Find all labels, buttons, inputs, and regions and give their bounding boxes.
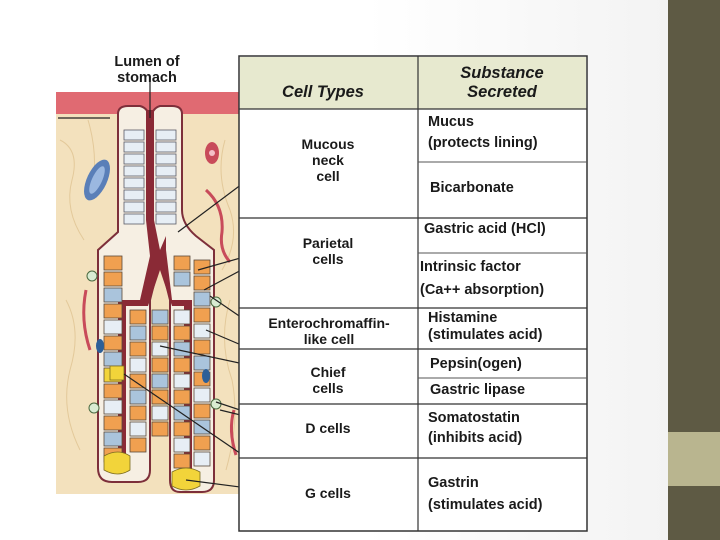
- slide-side-accent: [668, 432, 720, 486]
- secretion-table: [238, 55, 588, 532]
- mucous-neck-cells: [123, 129, 177, 225]
- label-d-cells: D cells: [305, 420, 351, 436]
- substance-intrinsic-factor: Intrinsic factor (Ca++ absorption): [420, 259, 545, 298]
- label-parietal-cells: Parietal cells: [302, 235, 354, 267]
- header-cell-types: Cell Types: [282, 83, 364, 101]
- ecl-cells: [96, 339, 210, 383]
- label-mucous-neck-cell: Mucous neck cell: [301, 136, 355, 184]
- label-chief-cells: Chief cells: [310, 364, 346, 396]
- substance-somatostatin: Somatostatin (inhibits acid): [428, 410, 523, 446]
- d-cells: [86, 270, 222, 414]
- tissue-texture: [59, 119, 236, 471]
- substance-gastrin: Gastrin (stimulates acid): [428, 475, 543, 513]
- mucosa-surface: [56, 92, 240, 114]
- substance-mucus: Mucus (protects lining): [428, 114, 538, 151]
- substance-histamine: Histamine (stimulates acid): [428, 310, 543, 343]
- lumen-label: Lumen of stomach: [114, 54, 180, 86]
- gland-illustration: [56, 55, 588, 532]
- substance-pepsinogen: Pepsin(ogen): [430, 356, 522, 372]
- substance-gastric-acid: Gastric acid (HCl): [424, 221, 546, 237]
- substance-bicarbonate: Bicarbonate: [430, 180, 514, 196]
- gastric-gland-diagram: Lumen of stomach Cell Types Substance Se…: [56, 54, 588, 532]
- substance-gastric-lipase: Gastric lipase: [430, 382, 526, 398]
- g-cell-clusters: [103, 365, 201, 491]
- label-enterochromaffin-cell: Enterochromaffin- like cell: [268, 315, 390, 347]
- header-substance-secreted: Substance Secreted: [460, 64, 544, 101]
- label-g-cells: G cells: [305, 485, 351, 501]
